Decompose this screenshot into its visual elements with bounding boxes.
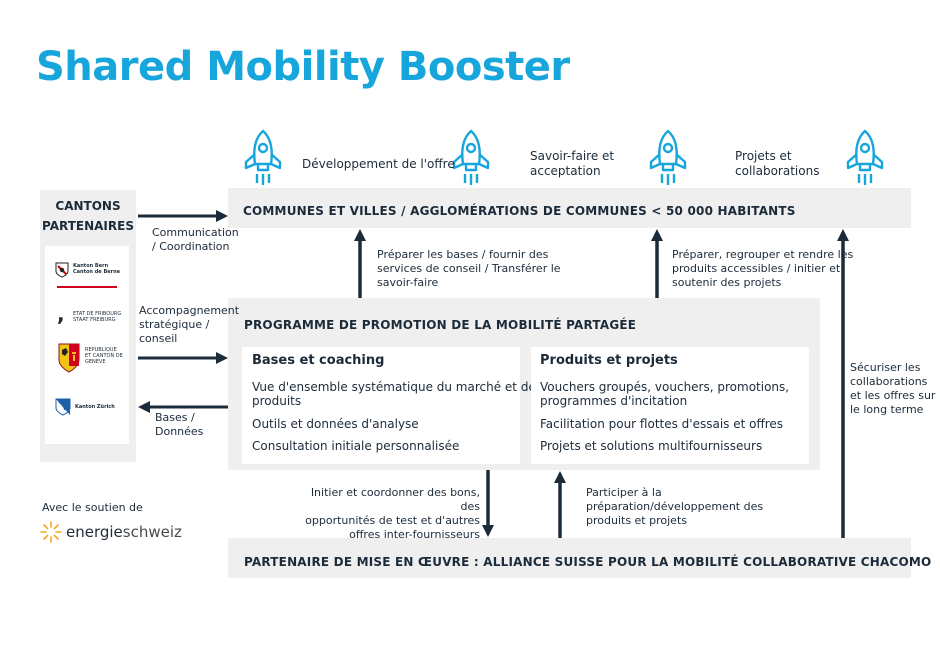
rocket-icon	[452, 129, 490, 185]
bern-shield-icon	[55, 262, 69, 278]
label-initier: Initier et coordonner des bons, des oppo…	[288, 486, 480, 542]
cantons-title-line: CANTONS	[55, 199, 121, 213]
rocket-label-line: acceptation	[530, 164, 601, 178]
label-line: préparation/développement des	[586, 500, 764, 513]
canton-logos: Kanton Bern Canton de Berne , ETAT DE FR…	[45, 246, 129, 444]
arrow-right-icon	[138, 352, 228, 364]
brand-part: energie	[66, 523, 123, 541]
label-line: Préparer, regrouper et rendre les	[672, 248, 854, 261]
label-line: opportunités de test et d'autres	[305, 514, 480, 527]
label-line: et les offres sur	[850, 389, 936, 402]
rocket-label-line: Savoir-faire et	[530, 149, 615, 163]
bern-text: Kanton Bern Canton de Berne	[73, 263, 120, 275]
arrow-up-icon	[837, 229, 849, 538]
list-item: Outils et données d'analyse	[252, 417, 419, 431]
energieschweiz-sun-icon	[40, 521, 62, 543]
label-preparer-bases: Préparer les bases / fournir des service…	[377, 248, 561, 290]
produits-projets-title: Produits et projets	[540, 353, 678, 368]
arrow-up-icon	[554, 471, 566, 538]
logo-text: STAAT FREIBURG	[73, 317, 116, 323]
partner-band	[228, 538, 911, 578]
list-item: Vue d'ensemble systématique du marché et…	[252, 380, 543, 394]
communes-title: COMMUNES ET VILLES / AGGLOMÉRATIONS DE C…	[243, 204, 796, 218]
label-line: produits et projets	[586, 514, 687, 527]
label-line: Sécuriser les	[850, 361, 921, 374]
list-item: programmes d'incitation	[540, 394, 688, 408]
fribourg-mark-icon: ,	[57, 302, 65, 326]
zurich-logo: Kanton Zürich	[55, 398, 127, 422]
fribourg-logo: , ETAT DE FRIBOURG STAAT FREIBURG	[55, 304, 127, 332]
produits-projets-box	[531, 347, 809, 464]
label-communication: Communication / Coordination	[152, 226, 239, 254]
label-line: savoir-faire	[377, 276, 439, 289]
bern-logo: Kanton Bern Canton de Berne	[55, 260, 125, 294]
logo-text: Kanton Bern	[73, 263, 109, 269]
label-line: collaborations	[850, 375, 928, 388]
logo-text: REPUBLIQUE	[85, 347, 117, 353]
partner-title: PARTENAIRE DE MISE EN ŒUVRE : ALLIANCE S…	[244, 555, 932, 569]
brand-part: schweiz	[122, 523, 182, 541]
label-line: Communication	[152, 226, 239, 239]
label-bases-donnees: Bases / Données	[155, 411, 203, 439]
label-line: / Coordination	[152, 240, 230, 253]
arrow-right-icon	[138, 210, 228, 222]
rocket-label-savoir-faire: Savoir-faire et acceptation	[530, 149, 614, 179]
bases-coaching-box	[242, 347, 520, 464]
arrow-down-icon	[482, 470, 494, 537]
cantons-title-line: PARTENAIRES	[42, 219, 134, 233]
rocket-label-offre: Développement de l'offre	[302, 157, 455, 171]
bern-red-bar	[57, 286, 117, 288]
page-title: Shared Mobility Booster	[36, 44, 570, 90]
list-item: Facilitation pour flottes d'essais et of…	[540, 417, 784, 431]
label-preparer-regrouper: Préparer, regrouper et rendre les produi…	[672, 248, 853, 290]
fribourg-text: ETAT DE FRIBOURG STAAT FREIBURG	[73, 311, 121, 323]
rocket-label-line: Projets et	[735, 149, 792, 163]
rocket-icon	[649, 129, 687, 185]
rocket-icon	[244, 129, 282, 185]
label-line: Initier et coordonner des bons, des	[310, 486, 480, 513]
label-line: Accompagnement	[139, 304, 240, 317]
logo-text: ETAT DE FRIBOURG	[73, 311, 122, 317]
label-accompagnement: Accompagnement stratégique / conseil	[139, 304, 239, 346]
label-line: stratégique /	[139, 318, 210, 331]
label-line: conseil	[139, 332, 178, 345]
zurich-text: Kanton Zürich	[75, 404, 115, 410]
arrow-up-icon	[354, 229, 366, 298]
rocket-label-projets: Projets et collaborations	[735, 149, 819, 179]
label-participer: Participer à la préparation/développemen…	[586, 486, 763, 528]
geneve-logo: REPUBLIQUE ET CANTON DE GENEVE	[55, 340, 127, 380]
arrow-left-icon	[138, 401, 228, 413]
label-line: offres inter-fournisseurs	[349, 528, 480, 541]
label-line: services de conseil / Transférer le	[377, 262, 561, 275]
programme-title: PROGRAMME DE PROMOTION DE LA MOBILITÉ PA…	[244, 318, 637, 332]
cantons-title: CANTONS PARTENAIRES	[40, 196, 136, 236]
logo-text: ET CANTON DE	[85, 353, 123, 359]
label-securiser: Sécuriser les collaborations et les offr…	[850, 361, 935, 417]
geneve-text: REPUBLIQUE ET CANTON DE GENEVE	[85, 347, 123, 365]
support-label: Avec le soutien de	[42, 501, 143, 514]
rocket-icon	[846, 129, 884, 185]
list-item: Consultation initiale personnalisée	[252, 439, 460, 453]
label-line: Participer à la	[586, 486, 662, 499]
bases-coaching-title: Bases et coaching	[252, 353, 385, 368]
zurich-shield-icon	[55, 398, 71, 416]
arrow-up-icon	[651, 229, 663, 298]
list-item: Vouchers groupés, vouchers, promotions,	[540, 380, 790, 394]
rocket-label-line: collaborations	[735, 164, 820, 178]
logo-text: GENEVE	[85, 359, 106, 365]
label-line: Préparer les bases / fournir des	[377, 248, 549, 261]
label-line: Données	[155, 425, 204, 438]
energieschweiz-logo: energieschweiz	[66, 523, 182, 541]
label-line: produits accessibles / initier et	[672, 262, 841, 275]
list-item: Projets et solutions multifournisseurs	[540, 439, 763, 453]
label-line: Bases /	[155, 411, 195, 424]
label-line: soutenir des projets	[672, 276, 782, 289]
list-item: produits	[252, 394, 302, 408]
geneve-shield-icon	[58, 343, 80, 373]
communes-band	[228, 188, 911, 228]
label-line: le long terme	[850, 403, 924, 416]
logo-text: Canton de Berne	[73, 269, 121, 275]
